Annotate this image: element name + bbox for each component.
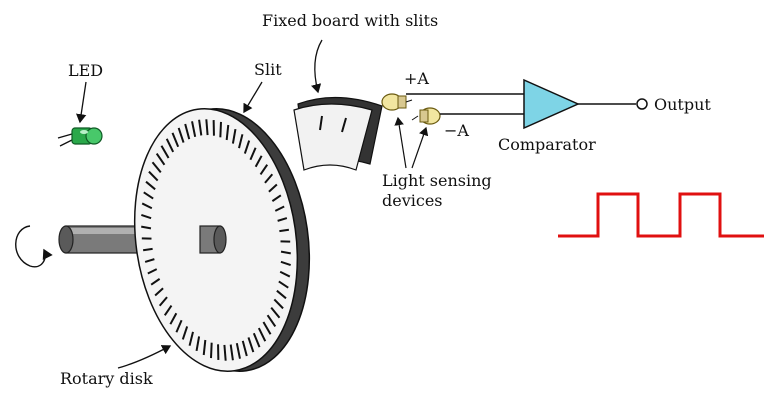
- disk-slit: [175, 319, 183, 333]
- output-terminal-icon: [636, 98, 648, 110]
- disk-slit: [210, 342, 213, 359]
- slit-label: Slit: [254, 60, 282, 79]
- slit-pointer: [243, 81, 263, 114]
- light-sensing-label-1: Light sensing: [382, 171, 492, 190]
- wiring: [406, 93, 524, 115]
- disk-slit: [279, 270, 291, 278]
- disk-slit: [249, 147, 257, 161]
- disk-slit: [158, 296, 168, 307]
- plus-a-label: +A: [404, 69, 429, 88]
- disk-slits: [141, 119, 291, 361]
- rotary-disk-pointer: [117, 345, 172, 369]
- disk-slit: [181, 326, 189, 340]
- rotary-disk-label: Rotary disk: [60, 369, 153, 388]
- disk-slit: [252, 332, 261, 348]
- disk-slit: [219, 121, 222, 138]
- disk-slit: [257, 327, 267, 342]
- disk-slit: [160, 145, 170, 159]
- fixed-board-label: Fixed board with slits: [262, 11, 438, 30]
- disk-slit: [241, 340, 248, 357]
- disk-slit: [229, 344, 234, 361]
- led-pointer: [76, 81, 87, 124]
- disk-slit: [270, 307, 281, 319]
- shaft-end: [213, 225, 227, 254]
- disk-slit: [279, 228, 290, 233]
- disk-slit: [277, 217, 288, 222]
- minus-a-label: −A: [444, 121, 469, 140]
- disk-slit: [238, 134, 244, 149]
- disk-slit: [274, 205, 285, 212]
- disk-slit: [198, 119, 203, 136]
- disk-slit: [195, 336, 201, 352]
- fixed-board-pointer: [311, 39, 323, 94]
- disk-slit: [202, 339, 207, 356]
- disk-slit: [184, 123, 191, 140]
- disk-slit: [165, 138, 175, 153]
- disk-slit: [259, 164, 269, 176]
- disk-slit: [205, 119, 209, 136]
- disk-slit: [143, 191, 154, 200]
- sensor-pointer-1: [394, 116, 407, 169]
- disk-slit: [280, 260, 291, 267]
- rotation-arrow-icon: [15, 225, 53, 268]
- light-sensing-label-2: devices: [382, 191, 443, 210]
- comparator-icon: [523, 78, 636, 130]
- disk-slit: [264, 173, 274, 184]
- disk-slit: [155, 152, 166, 166]
- disk-slit: [142, 247, 153, 252]
- sensor-pointer-2: [411, 126, 429, 169]
- disk-slit: [151, 161, 162, 173]
- disk-slit: [271, 194, 282, 202]
- disk-slit: [273, 298, 284, 310]
- led-icon: [57, 127, 103, 147]
- disk-slit: [163, 304, 173, 316]
- disk-slit: [150, 278, 161, 286]
- disk-slit: [141, 225, 152, 230]
- disk-slit: [188, 331, 194, 346]
- disk-slit: [144, 258, 155, 263]
- disk-slit: [191, 121, 197, 138]
- disk-slit: [243, 140, 251, 154]
- disk-slit: [247, 337, 255, 353]
- disk-slit: [147, 268, 158, 275]
- disk-slit: [171, 132, 180, 148]
- disk-slit: [235, 342, 241, 359]
- fixed-board: [293, 96, 383, 171]
- disk-slit: [276, 289, 287, 300]
- disk-slit: [141, 213, 152, 220]
- disk-slit: [278, 280, 289, 289]
- disk-slit: [141, 202, 153, 210]
- output-label: Output: [654, 95, 711, 114]
- disk-slit: [266, 314, 277, 328]
- output-waveform: [558, 192, 764, 238]
- led-label: LED: [68, 61, 103, 80]
- disk-slit: [145, 180, 156, 191]
- disk-slit: [280, 250, 291, 255]
- disk-slit: [268, 183, 278, 193]
- disk-slit: [148, 170, 159, 182]
- light-sensor-icon: [381, 93, 441, 125]
- disk-slit: [169, 312, 178, 325]
- disk-slit: [154, 287, 164, 297]
- comparator-label: Comparator: [498, 135, 596, 154]
- disk-slit: [254, 155, 263, 168]
- disk-slit: [223, 344, 227, 361]
- disk-slit: [177, 127, 185, 143]
- disk-slit: [225, 124, 230, 141]
- disk-slit: [231, 128, 237, 144]
- disk-slit: [262, 321, 272, 335]
